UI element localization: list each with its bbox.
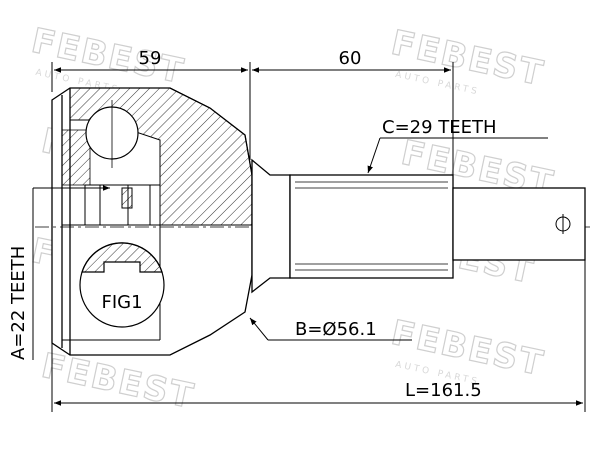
dim-left-length: 59 [139,48,162,69]
spline-lines [295,181,448,271]
top-dimensions [51,62,454,175]
watermark-brand: FEBEST [388,313,548,384]
fig1-detail [79,242,165,328]
leader-seal-diameter [249,317,412,341]
watermark-brand: FEBEST [388,23,548,94]
end-hole [555,214,571,234]
bottom-dimension [51,260,586,412]
dim-right-length: 60 [339,48,362,69]
fig1-label: FIG1 [101,292,142,313]
dim-seal-diameter: B=Ø56.1 [295,319,377,340]
watermark-brand: FEBEST [38,346,198,417]
housing-hatch-left [61,129,91,186]
leader-outer-teeth [367,137,548,174]
leader-inner-teeth [32,185,110,360]
dim-inner-teeth: A=22 TEETH [8,246,29,360]
stub-shaft [251,158,586,294]
dim-total-length: L=161.5 [405,380,482,401]
dim-outer-teeth: C=29 TEETH [382,117,497,138]
inner-cage [84,184,161,226]
